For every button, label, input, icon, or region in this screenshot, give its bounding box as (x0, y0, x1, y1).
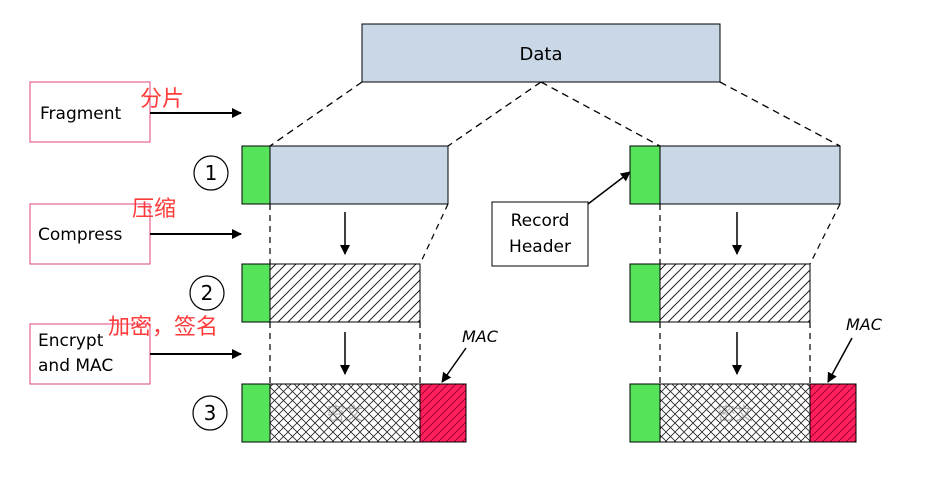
record-left-header-3 (241, 383, 271, 443)
mac-label-right: MAC (846, 315, 883, 334)
record-left-header-1 (241, 145, 271, 205)
step-number-3: 3 (192, 395, 228, 431)
step-number-1: 1 (193, 155, 229, 191)
step-number-3-text: 3 (204, 401, 217, 425)
record-right-header-2 (629, 263, 661, 323)
record-left-header-2 (241, 263, 271, 323)
step-box-encrypt-mac (29, 323, 151, 385)
step-compress: Compress 压缩 (29, 197, 242, 265)
step-label-and-mac: and MAC (38, 356, 113, 376)
record-left-ciphertext-label: 密文 (327, 404, 363, 425)
record-header-line2: Header (509, 237, 571, 257)
record-header-pointer (587, 171, 631, 205)
record-header-box (491, 201, 589, 267)
step-encrypt-mac: Encrypt and MAC 加密，签名 (29, 315, 242, 385)
record-left-fragment (269, 145, 449, 205)
record-header-callout: Record Header (491, 171, 631, 267)
mac-callout-right: MAC (827, 315, 883, 383)
step-number-2-text: 2 (201, 281, 214, 305)
mac-pointer-left (441, 347, 467, 383)
annotation-encrypt-mac: 加密，签名 (108, 315, 218, 340)
fragment-split-lines (269, 81, 841, 147)
record-left-encrypted (269, 383, 421, 443)
mac-pointer-right (827, 337, 853, 383)
record-header-line1: Record (511, 211, 570, 231)
record-right-encrypted (659, 383, 811, 443)
step-box-compress (29, 203, 151, 265)
mac-callout-left: MAC (441, 327, 499, 383)
annotation-compress: 压缩 (132, 197, 176, 222)
step-number-1-text: 1 (205, 161, 218, 185)
record-right: 密文 (629, 145, 857, 443)
record-right-header-3 (629, 383, 661, 443)
record-right-header-1 (629, 145, 661, 205)
record-left-mac (419, 383, 467, 443)
record-right-mac (809, 383, 857, 443)
step-label-fragment: Fragment (40, 104, 122, 124)
record-right-fragment (659, 145, 841, 205)
record-left-compressed (269, 263, 421, 323)
step-box-fragment (29, 81, 151, 143)
record-left: 密文 (241, 145, 467, 443)
step-label-compress: Compress (38, 225, 123, 245)
data-block-label: Data (520, 44, 563, 65)
step-fragment: Fragment 分片 (29, 81, 242, 143)
step-number-2: 2 (189, 275, 225, 311)
step-label-encrypt: Encrypt (38, 331, 104, 351)
record-right-ciphertext-label: 密文 (717, 404, 753, 425)
record-right-compressed (659, 263, 811, 323)
data-block (361, 23, 721, 83)
annotation-fragment: 分片 (140, 87, 184, 112)
mac-label-left: MAC (462, 327, 499, 346)
